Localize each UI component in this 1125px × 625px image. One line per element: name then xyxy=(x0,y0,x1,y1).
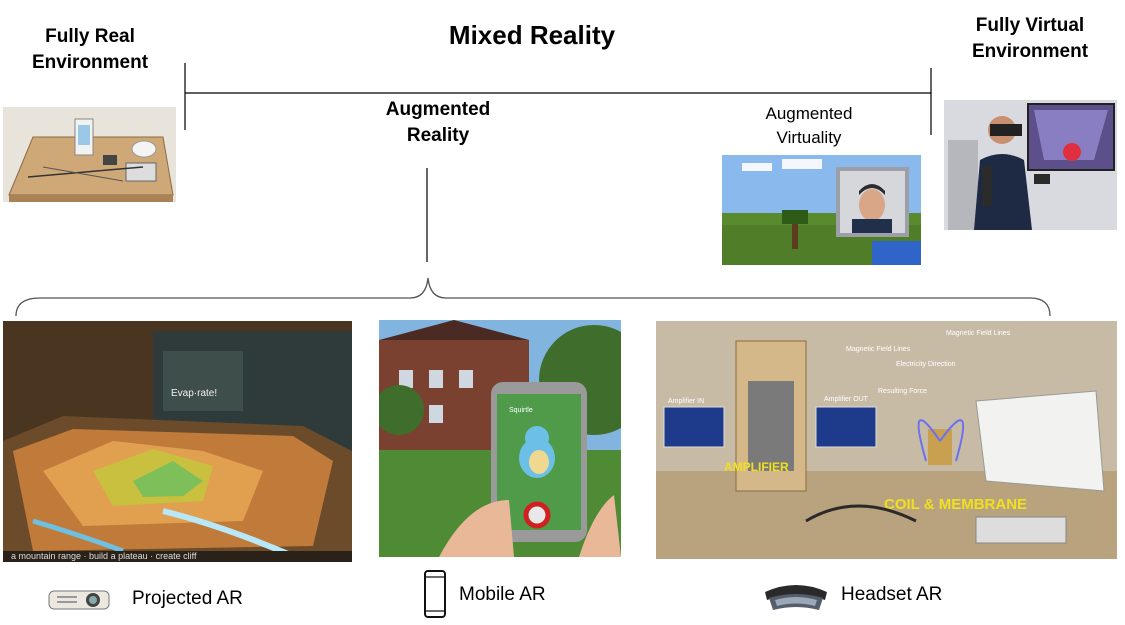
fully-real-label: Fully Real Environment xyxy=(20,24,160,76)
ar-line1: Augmented xyxy=(385,99,491,120)
av-line2: Virtuality xyxy=(776,128,842,147)
pokemon-name: Squirtle xyxy=(509,407,533,414)
mobile-ar-label: Mobile AR xyxy=(459,584,546,605)
sandbox-caption: a mountain range · build a plateau · cre… xyxy=(11,551,197,561)
headset-ar-label: Headset AR xyxy=(841,584,943,605)
evaporate-sign: Evap·rate! xyxy=(171,388,217,399)
fully-virtual-label: Fully Virtual Environment xyxy=(955,13,1105,65)
magnetic-label-1: Magnetic Field Lines xyxy=(846,346,911,353)
fully-virtual-photo xyxy=(944,100,1117,230)
augmented-virtuality-photo xyxy=(722,155,921,265)
fully-virtual-line1: Fully Virtual xyxy=(975,15,1085,36)
fully-real-line1: Fully Real xyxy=(45,26,135,47)
fully-real-photo xyxy=(3,107,176,202)
ar-line2: Reality xyxy=(406,125,470,146)
amp-out-label: Amplifier OUT xyxy=(824,396,869,403)
projected-ar-label: Projected AR xyxy=(132,588,243,609)
ar-bracket xyxy=(15,277,1051,317)
resulting-label: Resulting Force xyxy=(878,388,927,395)
av-line1: Augmented xyxy=(765,104,853,123)
projector-icon xyxy=(47,587,111,611)
headset-icon xyxy=(761,578,831,614)
mixed-reality-title: Mixed Reality xyxy=(448,20,616,50)
mobile-ar-photo: Squirtle xyxy=(379,320,621,557)
amplifier-label: AMPLIFIER xyxy=(724,460,789,474)
headset-ar-photo: AMPLIFIER COIL & MEMBRANE Magnetic Field… xyxy=(656,321,1117,559)
fully-real-line2: Environment xyxy=(31,52,149,73)
projected-ar-photo: Evap·rate! a mountain range · build a pl… xyxy=(3,321,352,562)
electricity-label: Electricity Direction xyxy=(896,361,956,368)
coil-label: COIL & MEMBRANE xyxy=(884,496,1027,513)
smartphone-icon xyxy=(423,569,447,619)
amp-in-label: Amplifier IN xyxy=(668,398,704,405)
augmented-virtuality-label: Augmented Virtuality xyxy=(744,102,874,150)
augmented-reality-label: Augmented Reality xyxy=(368,97,508,149)
fully-virtual-line2: Environment xyxy=(971,41,1089,62)
magnetic-label-2: Magnetic Field Lines xyxy=(946,330,1011,337)
